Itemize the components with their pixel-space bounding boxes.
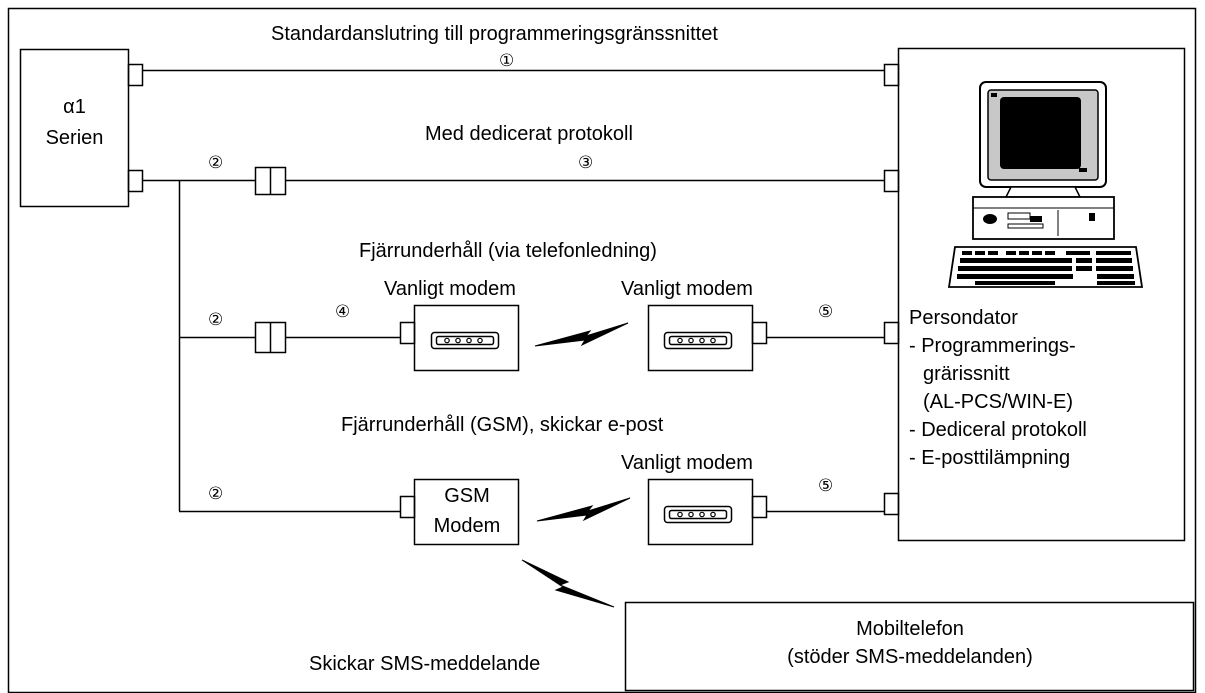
modem-c-port xyxy=(751,495,768,519)
pc-item: - Programmerings- xyxy=(909,335,1076,357)
modem-a-device xyxy=(430,331,500,350)
pc-port-4 xyxy=(883,492,900,516)
pc-port-3 xyxy=(883,321,900,345)
modem-b-device xyxy=(663,331,733,350)
lightning-bolt-3 xyxy=(521,559,615,608)
modem-b-port xyxy=(751,321,768,345)
marker-2: ② xyxy=(208,484,224,503)
pc-port-2 xyxy=(883,169,900,193)
marker-4: ④ xyxy=(335,302,351,321)
label-standard: Standardanslutring till programmeringsgr… xyxy=(271,23,718,45)
marker-1: ① xyxy=(499,51,515,70)
alpha-title: α1 xyxy=(63,96,86,118)
lightning-bolt-1 xyxy=(534,322,629,347)
label-sms: Skickar SMS-meddelande xyxy=(309,653,541,675)
alpha-port-bottom xyxy=(127,169,144,193)
gsm-port xyxy=(399,495,416,519)
label-remote-phone: Fjärrunderhåll (via telefonledning) xyxy=(359,240,657,262)
gsm-box xyxy=(413,478,520,546)
pc-port-1 xyxy=(883,63,900,87)
gsm-subtitle: Modem xyxy=(433,515,501,537)
modem-a-box xyxy=(413,304,520,372)
marker-2: ② xyxy=(208,153,224,172)
marker-5: ⑤ xyxy=(818,302,834,321)
mobile-subtitle: (stöder SMS-meddelanden) xyxy=(787,646,1033,668)
alpha-subtitle: Serien xyxy=(45,127,104,149)
marker-3: ③ xyxy=(578,153,594,172)
computer-icon xyxy=(947,81,1144,288)
pc-item: grärissnitt xyxy=(923,363,1010,385)
mobile-box xyxy=(624,601,1195,692)
gsm-title: GSM xyxy=(444,485,490,507)
lightning-bolt-2 xyxy=(536,497,631,522)
alpha-port-top xyxy=(127,63,144,87)
pc-item: - Dediceral protokoll xyxy=(909,419,1087,441)
pc-item: (AL-PCS/WIN-E) xyxy=(923,391,1073,413)
label-remote-gsm: Fjärrunderhåll (GSM), skickar e-post xyxy=(341,414,664,436)
label-dedicated: Med dedicerat protokoll xyxy=(425,123,633,145)
label-modem-a: Vanligt modem xyxy=(384,278,516,300)
pc-title: Persondator xyxy=(909,307,1018,329)
label-modem-c: Vanligt modem xyxy=(621,452,753,474)
marker-2: ② xyxy=(208,310,224,329)
mobile-title: Mobiltelefon xyxy=(856,618,964,640)
pc-item: - E-posttilämpning xyxy=(909,447,1071,469)
alpha-box xyxy=(19,48,130,208)
label-modem-b: Vanligt modem xyxy=(621,278,753,300)
modem-a-port xyxy=(399,321,416,345)
pc-box xyxy=(897,47,1186,542)
modem-c-device xyxy=(663,505,733,524)
marker-5: ⑤ xyxy=(818,476,834,495)
